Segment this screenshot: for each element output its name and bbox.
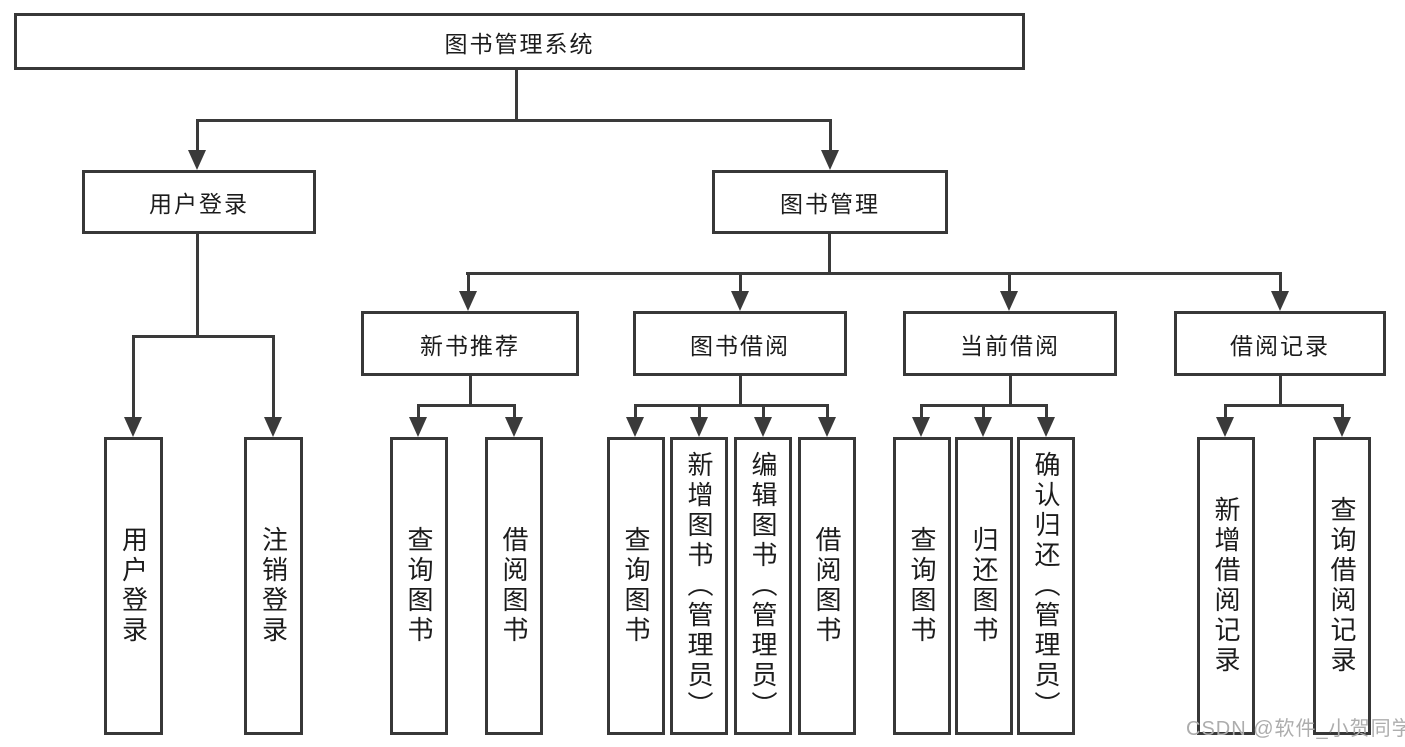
arrowhead-icon: [974, 417, 992, 437]
arrowhead-icon: [690, 417, 708, 437]
node-library-management-system: 图书管理系统: [14, 13, 1025, 70]
connector-drop: [920, 404, 923, 419]
leaf-user-login: 用户登录: [104, 437, 163, 735]
arrowhead-icon: [1216, 417, 1234, 437]
connector-drop: [982, 404, 985, 419]
connector-drop: [762, 404, 765, 419]
leaf-label: 借阅图书: [499, 526, 529, 646]
leaf-logout-login: 注销登录: [244, 437, 303, 735]
leaf-label: 查询图书: [404, 526, 434, 646]
connector-book-borrow-trunk: [739, 376, 742, 406]
connector-drop-current-borrow: [1008, 272, 1011, 294]
csdn-watermark: CSDN @软件_小贺同学: [1186, 718, 1405, 740]
connector-drop-leaf-logout: [272, 335, 275, 418]
node-current-borrow: 当前借阅: [903, 311, 1117, 376]
leaf-recommend-borrow-books: 借阅图书: [485, 437, 543, 735]
leaf-records-add-borrow-record: 新增借阅记录: [1197, 437, 1255, 735]
connector-drop: [634, 404, 637, 419]
leaf-label: 确认归还（管理员）: [1031, 451, 1061, 721]
connector-drop: [1224, 404, 1227, 419]
leaf-borrow-edit-books-admin: 编辑图书（管理员）: [734, 437, 792, 735]
leaf-label: 编辑图书（管理员）: [748, 451, 778, 721]
node-new-book-recommend: 新书推荐: [361, 311, 579, 376]
leaf-label: 归还图书: [969, 526, 999, 646]
connector-book-borrow-span: [634, 404, 829, 407]
connector-drop: [1341, 404, 1344, 419]
leaf-borrow-add-books-admin: 新增图书（管理员）: [670, 437, 728, 735]
connector-drop: [826, 404, 829, 419]
leaf-label: 查询图书: [907, 526, 937, 646]
node-user-login: 用户登录: [82, 170, 316, 234]
leaf-label: 查询图书: [621, 526, 651, 646]
connector-drop-new-book-recommend: [467, 272, 470, 294]
connector-root-span: [196, 119, 832, 122]
leaf-label: 注销登录: [258, 526, 289, 646]
connector-root-trunk: [515, 70, 518, 121]
leaf-borrow-borrow-books: 借阅图书: [798, 437, 856, 735]
leaf-current-confirm-return-admin: 确认归还（管理员）: [1017, 437, 1075, 735]
node-label: 新书推荐: [420, 332, 520, 359]
arrowhead-icon: [818, 417, 836, 437]
arrowhead-icon: [459, 291, 477, 311]
connector-drop: [1045, 404, 1048, 419]
connector-drop-borrow-records: [1279, 272, 1282, 294]
arrowhead-icon: [821, 150, 839, 170]
connector-book-management-trunk: [828, 234, 831, 275]
node-label: 用户登录: [149, 191, 249, 217]
node-label: 当前借阅: [960, 332, 1060, 359]
arrowhead-icon: [754, 417, 772, 437]
arrowhead-icon: [626, 417, 644, 437]
connector-drop-book-management: [829, 119, 832, 152]
connector-recommend-span: [417, 404, 516, 407]
node-label: 图书管理系统: [444, 30, 595, 57]
arrowhead-icon: [188, 150, 206, 170]
leaf-label: 新增图书（管理员）: [684, 451, 714, 721]
arrowhead-icon: [124, 417, 142, 437]
node-label: 图书借阅: [690, 332, 790, 359]
leaf-records-query-borrow-record: 查询借阅记录: [1313, 437, 1371, 735]
leaf-borrow-query-books: 查询图书: [607, 437, 665, 735]
connector-user-login-trunk: [196, 234, 199, 337]
node-book-borrow: 图书借阅: [633, 311, 847, 376]
arrowhead-icon: [1333, 417, 1351, 437]
connector-drop-user-login: [196, 119, 199, 152]
leaf-label: 新增借阅记录: [1211, 496, 1241, 676]
arrowhead-icon: [912, 417, 930, 437]
connector-current-borrow-trunk: [1009, 376, 1012, 406]
leaf-label: 借阅图书: [812, 526, 842, 646]
connector-user-login-span: [132, 335, 275, 338]
connector-borrow-records-span: [1224, 404, 1344, 407]
connector-drop: [417, 404, 420, 419]
leaf-current-return-books: 归还图书: [955, 437, 1013, 735]
node-label: 借阅记录: [1230, 332, 1330, 359]
arrowhead-icon: [1271, 291, 1289, 311]
leaf-recommend-query-books: 查询图书: [390, 437, 448, 735]
connector-drop: [698, 404, 701, 419]
leaf-label: 查询借阅记录: [1327, 496, 1357, 676]
node-book-management: 图书管理: [712, 170, 948, 234]
node-borrow-records: 借阅记录: [1174, 311, 1386, 376]
connector-drop-book-borrow: [739, 272, 742, 294]
connector-recommend-trunk: [469, 376, 472, 406]
arrowhead-icon: [1000, 291, 1018, 311]
arrowhead-icon: [505, 417, 523, 437]
leaf-label: 用户登录: [118, 526, 149, 646]
connector-drop-leaf-user-login: [132, 335, 135, 418]
node-label: 图书管理: [780, 191, 880, 217]
arrowhead-icon: [731, 291, 749, 311]
arrowhead-icon: [409, 417, 427, 437]
connector-borrow-records-trunk: [1279, 376, 1282, 406]
leaf-current-query-books: 查询图书: [893, 437, 951, 735]
arrowhead-icon: [264, 417, 282, 437]
connector-book-management-span: [466, 272, 1282, 275]
connector-drop: [513, 404, 516, 419]
arrowhead-icon: [1037, 417, 1055, 437]
